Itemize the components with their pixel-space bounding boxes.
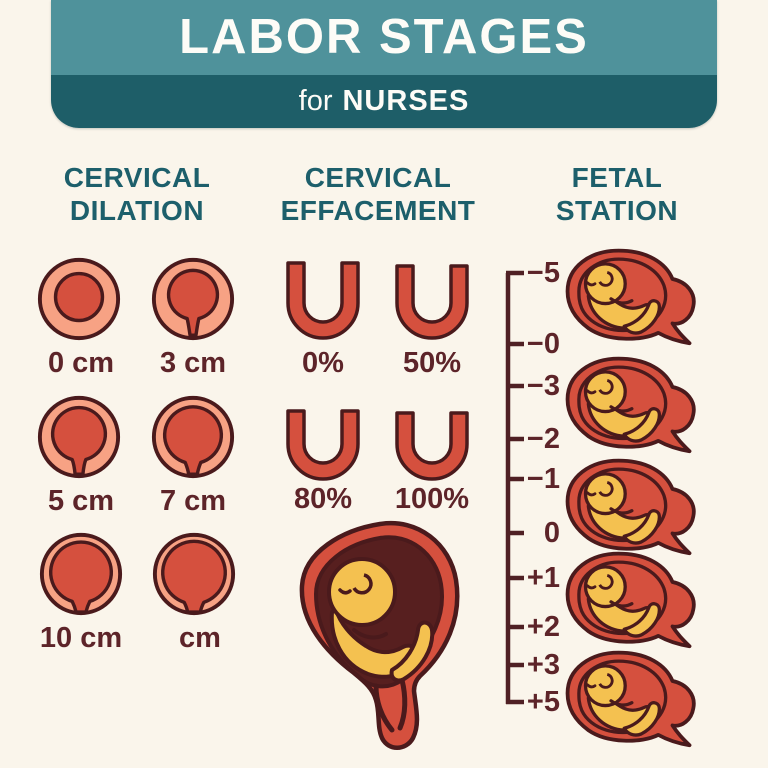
station-tick-label: +5 — [526, 686, 560, 718]
station-tick-label: −5 — [526, 257, 560, 289]
effacement-value-label: 80% — [293, 483, 353, 515]
station-tick-label: −2 — [526, 423, 560, 455]
fetal-station-ruler — [505, 270, 524, 705]
cervix-effacement-100pct-icon — [395, 411, 469, 481]
page-subtitle: for NURSES — [299, 87, 470, 116]
fetus-station-icon — [565, 356, 696, 454]
fetus-station-icon — [565, 551, 696, 649]
column-title-line: STATION — [555, 195, 679, 226]
subtitle-emphasis: NURSES — [342, 85, 470, 117]
fetus-station-icon — [565, 458, 696, 556]
station-tick-label: −3 — [526, 370, 560, 402]
dilation-value-label: 5 cm — [47, 485, 115, 517]
column-title-cervical-effacement: CERVICAL EFFACEMENT — [268, 161, 488, 227]
header-top-band: LABOR STAGES — [51, 0, 717, 75]
column-title-line: EFFACEMENT — [280, 195, 476, 226]
column-title-line: FETAL — [571, 162, 663, 193]
header-banner: LABOR STAGES for NURSES — [51, 0, 717, 128]
cervix-effacement-0pct-icon — [286, 261, 360, 340]
station-tick-label: −1 — [526, 463, 560, 495]
column-title-cervical-dilation: CERVICAL DILATION — [27, 161, 247, 227]
cervix-effacement-80pct-icon — [286, 409, 360, 481]
column-title-fetal-station: FETAL STATION — [507, 161, 727, 227]
station-tick-label: −0 — [526, 328, 560, 360]
station-tick-label: +1 — [526, 562, 560, 594]
cervix-dilation-5cm-icon — [37, 395, 121, 479]
station-tick-label: +2 — [526, 611, 560, 643]
dilation-value-label: 7 cm — [159, 485, 227, 517]
header-bottom-band: for NURSES — [51, 75, 717, 128]
fetus-station-icon — [565, 248, 696, 346]
station-tick-label: 0 — [543, 517, 560, 549]
page-title: LABOR STAGES — [179, 10, 589, 64]
cervix-dilation-3cm-icon — [151, 257, 235, 341]
effacement-value-label: 100% — [394, 483, 470, 515]
cervix-effacement-50pct-icon — [395, 264, 469, 340]
dilation-value-label: cm — [179, 622, 221, 654]
dilation-value-label: 0 cm — [47, 347, 115, 379]
cervix-dilation-7cm-icon — [151, 395, 235, 479]
cervix-dilation-10cm-icon — [39, 532, 123, 616]
cervix-dilation-full-icon — [152, 532, 236, 616]
effacement-value-label: 50% — [402, 347, 462, 379]
fetus-in-uterus-cervix-icon — [299, 520, 460, 750]
dilation-value-label: 10 cm — [39, 622, 123, 654]
column-title-line: CERVICAL — [304, 162, 452, 193]
fetus-station-icon — [565, 650, 696, 748]
column-title-line: CERVICAL — [63, 162, 211, 193]
cervix-dilation-0cm-icon — [37, 257, 121, 341]
effacement-value-label: 0% — [302, 347, 344, 379]
column-title-line: DILATION — [69, 195, 205, 226]
dilation-value-label: 3 cm — [159, 347, 227, 379]
station-tick-label: +3 — [526, 649, 560, 681]
subtitle-prefix: for — [298, 85, 333, 117]
